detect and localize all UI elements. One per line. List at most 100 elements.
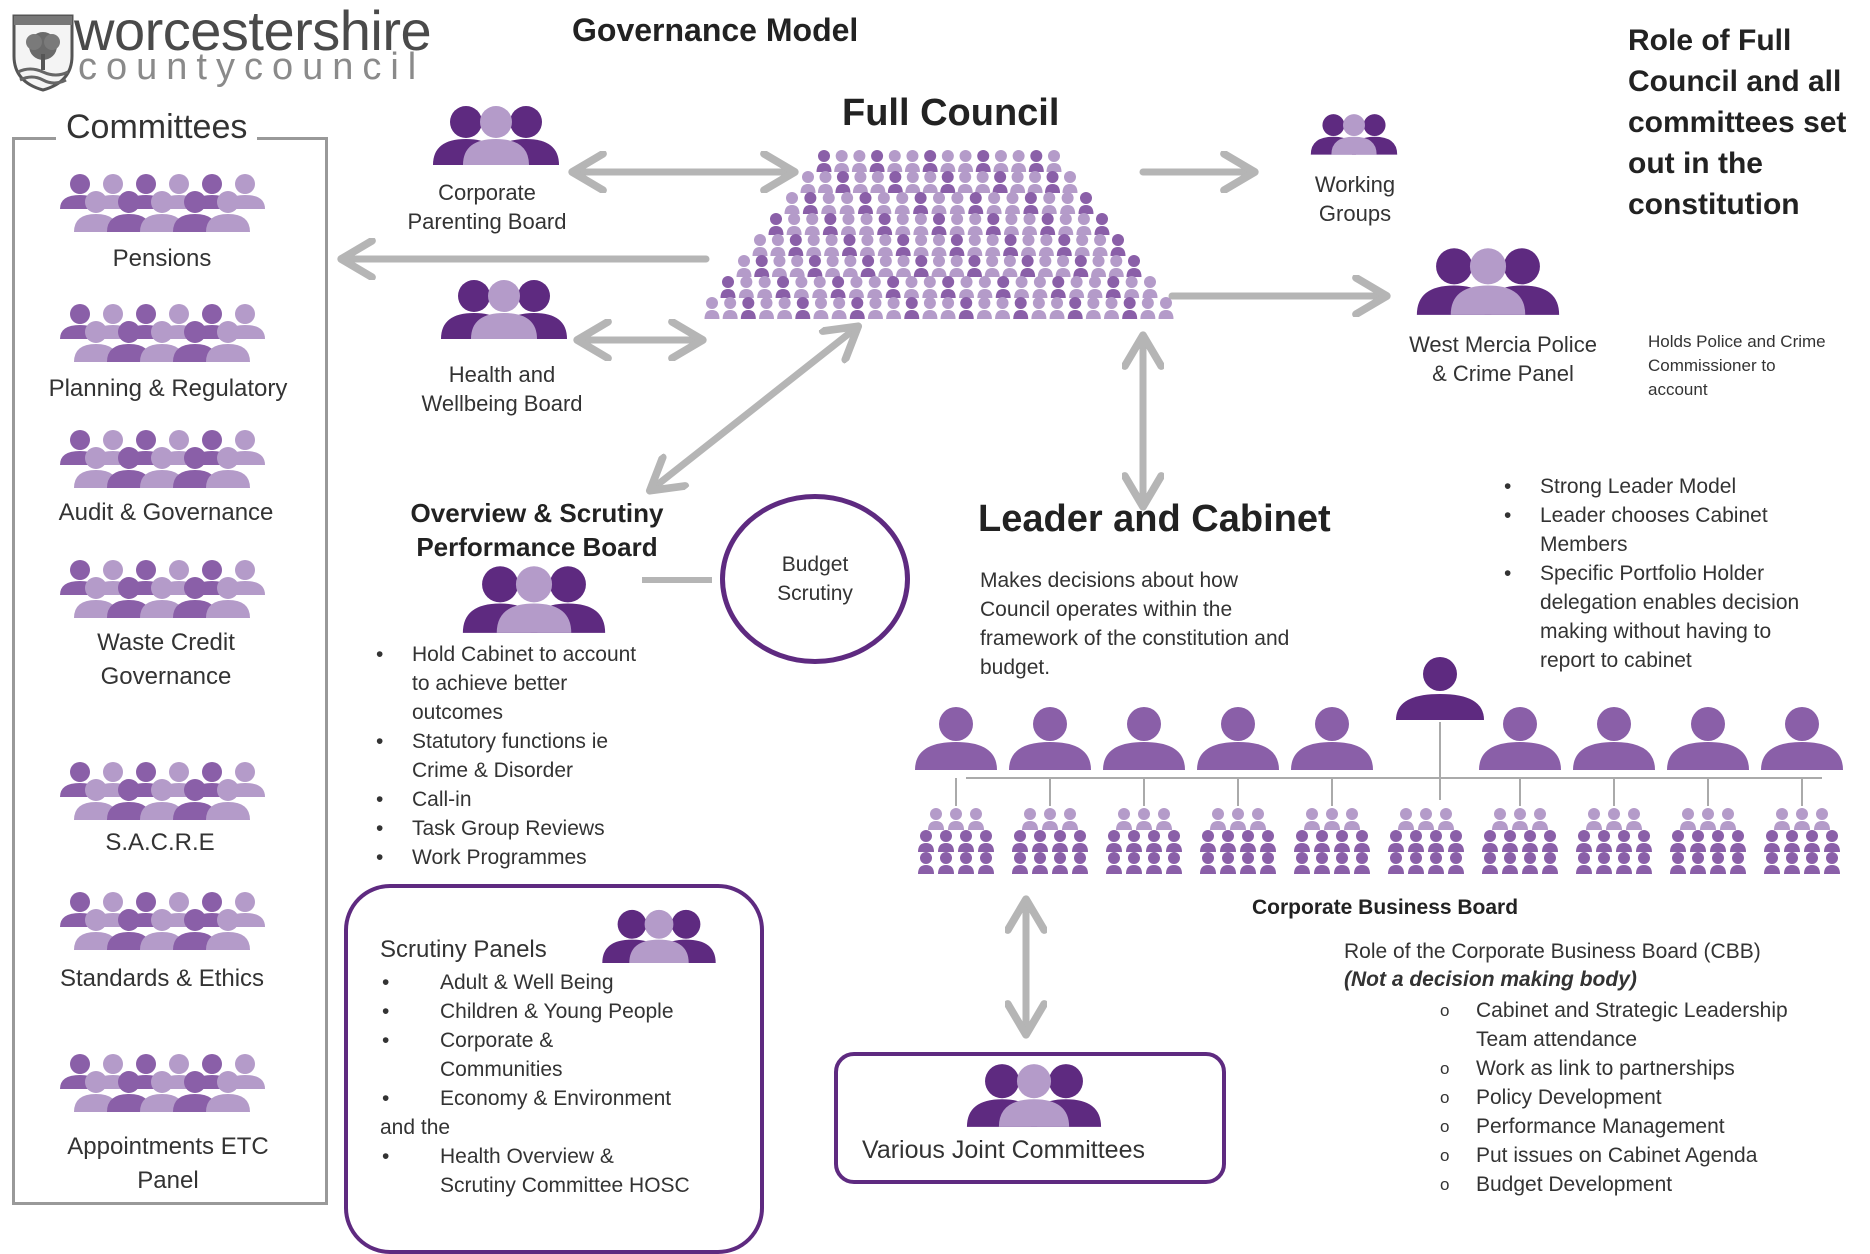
bullet-line: making without having to: [1540, 620, 1772, 643]
label-line: Corporate: [438, 180, 536, 205]
directorate-team-icon: [1482, 808, 1558, 874]
title-line: Overview & Scrutiny: [410, 498, 664, 528]
desc-line: budget.: [980, 656, 1051, 679]
waste-people-icon: [60, 560, 265, 618]
note-line: Holds Police and Crime: [1648, 332, 1826, 351]
committee-label: Planning & Regulatory: [48, 375, 288, 402]
cbb-line: Put issues on Cabinet Agenda: [1476, 1144, 1758, 1167]
bullet-line: Work Programmes: [412, 846, 587, 869]
cabinet-member-icon: [1291, 707, 1373, 770]
committee-label: Pensions: [112, 245, 212, 272]
cbb-item: o Put issues on Cabinet Agenda: [1440, 1141, 1788, 1170]
overview-bullet: •Task Group Reviews: [374, 814, 636, 843]
circle-bullet-icon: o: [1440, 1175, 1450, 1194]
cabinet-member-icon: [1009, 707, 1091, 770]
role-note-line: Council and all: [1628, 65, 1842, 98]
directorate-team-icon: [1670, 808, 1746, 874]
scrutiny-panels-title: Scrutiny Panels: [380, 936, 547, 963]
label-line: Groups: [1318, 201, 1392, 226]
corporate-parenting-people-icon: [433, 106, 559, 165]
health-wellbeing-label: Health and Wellbeing Board: [390, 360, 614, 418]
label-line: Parenting Board: [407, 209, 567, 234]
directorate-team-icon: [1576, 808, 1652, 874]
panel-item: • Economy & Environment: [380, 1084, 690, 1113]
bullet-icon: •: [376, 730, 384, 753]
leader-bullet-list: •Strong Leader Model •Leader chooses Cab…: [1502, 472, 1799, 675]
leader-bullet: making without having to: [1502, 617, 1799, 646]
bullet-icon: •: [376, 817, 384, 840]
bullet-icon: •: [376, 788, 384, 811]
bullet-icon: •: [382, 1145, 390, 1168]
sacre-people-icon: [60, 762, 265, 820]
overview-bullet: •Statutory functions ie: [374, 727, 636, 756]
overview-title: Overview & Scrutiny Performance Board: [380, 496, 694, 564]
bullet-icon: •: [382, 1000, 390, 1023]
committee-pensions: Pensions: [12, 242, 312, 276]
standards-people-icon: [60, 892, 265, 950]
west-mercia-label: West Mercia Police & Crime Panel: [1388, 330, 1618, 388]
joint-committees-label: Various Joint Committees: [862, 1136, 1145, 1164]
leader-bullet: • Specific Portfolio Holder: [1502, 559, 1799, 588]
label-line: Scrutiny: [777, 582, 853, 605]
committee-planning: Planning & Regulatory: [18, 372, 318, 406]
bullet-icon: •: [1504, 562, 1512, 585]
role-note: Role of Full Council and all committees …: [1628, 20, 1846, 225]
cabinet-member-icon: [1103, 707, 1185, 770]
leader-bullet: •Strong Leader Model: [1502, 472, 1799, 501]
committee-label: Standards & Ethics: [59, 965, 265, 992]
bullet-line: Members: [1540, 533, 1628, 556]
directorate-team-icon: [1294, 808, 1370, 874]
committee-label: Appointments ETC: [67, 1133, 269, 1160]
panel-item: •Adult & Well Being: [380, 968, 690, 997]
overview-bullet: •Call-in: [374, 785, 636, 814]
leader-bullet: report to cabinet: [1502, 646, 1799, 675]
label-line: Working: [1314, 172, 1396, 197]
leader-title: Leader and Cabinet: [978, 498, 1331, 540]
cbb-title: Corporate Business Board: [1252, 896, 1519, 919]
cbb-role-note: (Not a decision making body): [1344, 968, 1637, 991]
panel-line: Economy & Environment: [440, 1087, 672, 1110]
panel-item: Scrutiny Committee HOSC: [380, 1171, 690, 1200]
bullet-line: Leader chooses Cabinet: [1540, 504, 1768, 527]
bullet-line: Specific Portfolio Holder: [1540, 562, 1765, 585]
cbb-line: Cabinet and Strategic Leadership: [1476, 999, 1788, 1022]
committee-sacre: S.A.C.R.E: [10, 826, 310, 860]
planning-people-icon: [60, 304, 265, 362]
budget-scrutiny-label: Budget Scrutiny: [720, 550, 910, 608]
page-title: Governance Model: [572, 12, 859, 48]
leader-bullet: •Leader chooses Cabinet: [1502, 501, 1799, 530]
bullet-line: outcomes: [412, 701, 504, 724]
role-note-line: out in the: [1628, 147, 1763, 180]
committee-label: Audit & Governance: [58, 499, 274, 526]
circle-bullet-icon: o: [1440, 1146, 1450, 1165]
label-line: West Mercia Police: [1409, 332, 1597, 357]
audit-people-icon: [60, 430, 265, 488]
cabinet-member-icon: [1479, 707, 1561, 770]
pensions-people-icon: [60, 174, 265, 232]
west-mercia-note: Holds Police and Crime Commissioner to a…: [1648, 330, 1826, 402]
label-line: & Crime Panel: [1432, 361, 1574, 386]
bullet-line: Crime & Disorder: [412, 759, 574, 782]
overview-people-icon: [462, 566, 606, 633]
panel-item: •Children & Young People: [380, 997, 690, 1026]
overview-bullet-list: • Hold Cabinet to account to achieve bett…: [374, 640, 636, 872]
bullet-icon: •: [376, 846, 384, 869]
cbb-line: Work as link to partnerships: [1476, 1057, 1735, 1080]
role-note-line: committees set: [1628, 106, 1847, 139]
desc-line: Makes decisions about how: [980, 569, 1238, 592]
committee-label: Governance: [100, 663, 232, 690]
bullet-line: Hold Cabinet to account: [412, 643, 637, 666]
overview-bullet: outcomes: [374, 698, 636, 727]
joint-committees-people-icon: [966, 1064, 1102, 1127]
committee-label: Waste Credit: [97, 629, 235, 656]
cabinet-member-icon: [1761, 707, 1843, 770]
committees-heading: Committees: [56, 108, 258, 147]
directorate-team-icon: [1764, 808, 1840, 874]
bullet-icon: •: [382, 1087, 390, 1110]
title-line: Performance Board: [416, 532, 658, 562]
overview-bullet: to achieve better: [374, 669, 636, 698]
